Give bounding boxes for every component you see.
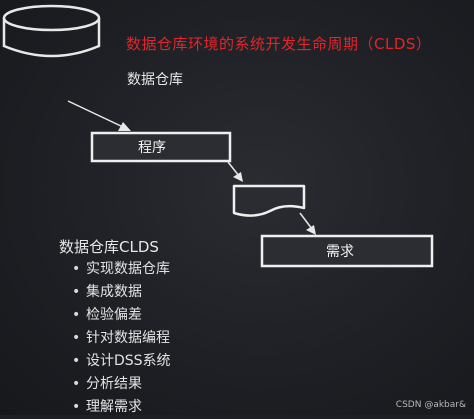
list-item: 理解需求 bbox=[72, 396, 171, 419]
requirements-box bbox=[260, 234, 434, 268]
list-item: 设计DSS系统 bbox=[72, 350, 171, 373]
requirements-label: 需求 bbox=[326, 244, 354, 260]
database-cylinder-icon bbox=[2, 4, 101, 58]
clds-steps-list: 实现数据仓库 集成数据 检验偏差 针对数据编程 设计DSS系统 分析结果 理解需… bbox=[72, 258, 171, 419]
list-item: 分析结果 bbox=[72, 373, 171, 396]
page-title: 数据仓库环境的系统开发生命周期（CLDS） bbox=[126, 35, 432, 53]
watermark: CSDN @akbar& bbox=[395, 400, 466, 410]
list-item: 集成数据 bbox=[72, 281, 171, 304]
list-item: 实现数据仓库 bbox=[72, 258, 171, 281]
arrow-document-to-requirements bbox=[299, 212, 316, 235]
list-item: 检验偏差 bbox=[72, 304, 171, 327]
arrow-program-to-document bbox=[227, 161, 243, 182]
document-shape-icon bbox=[232, 184, 306, 217]
clds-list-title: 数据仓库CLDS bbox=[59, 238, 159, 256]
database-label: 数据仓库 bbox=[127, 72, 183, 88]
list-item: 针对数据编程 bbox=[72, 327, 171, 350]
arrow-database-to-program bbox=[67, 100, 131, 131]
program-box bbox=[90, 131, 232, 163]
program-label: 程序 bbox=[138, 140, 166, 156]
